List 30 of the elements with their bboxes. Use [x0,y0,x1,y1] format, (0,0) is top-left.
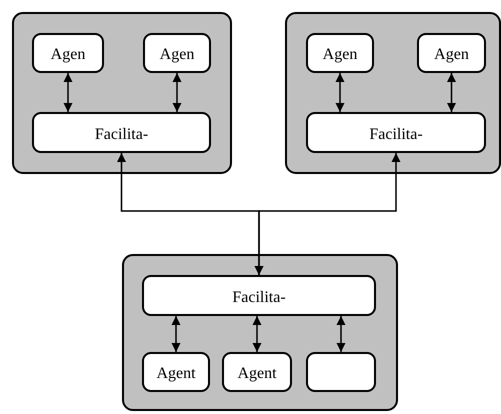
node-label: Agent [156,364,196,382]
node-label: Agent [237,364,277,382]
arrow [172,73,182,112]
process-box [417,33,486,73]
process-box [142,275,376,316]
process-box [306,112,486,153]
arrow [447,73,456,112]
process-box [142,352,210,392]
arrow [336,316,346,352]
group-panel [285,12,501,174]
arrow [64,73,72,112]
process-box [143,33,211,73]
node-label: Agen [160,45,194,63]
process-box [306,33,374,73]
process-box [32,33,104,73]
node-label: Agen [50,45,86,63]
node-label: Agen [322,45,358,63]
arrow [172,316,180,352]
process-box [32,112,211,153]
empty-box [306,352,376,392]
arrow [254,153,400,275]
arrow [336,73,344,112]
node-label: Facilita- [232,288,286,306]
node-label: Facilita- [94,124,148,142]
group-panel [12,12,232,174]
group-panel [122,254,398,411]
arrow [252,316,262,352]
node-label: Agen [434,45,469,63]
node-label: Facilita- [369,124,423,142]
process-box [222,352,292,392]
